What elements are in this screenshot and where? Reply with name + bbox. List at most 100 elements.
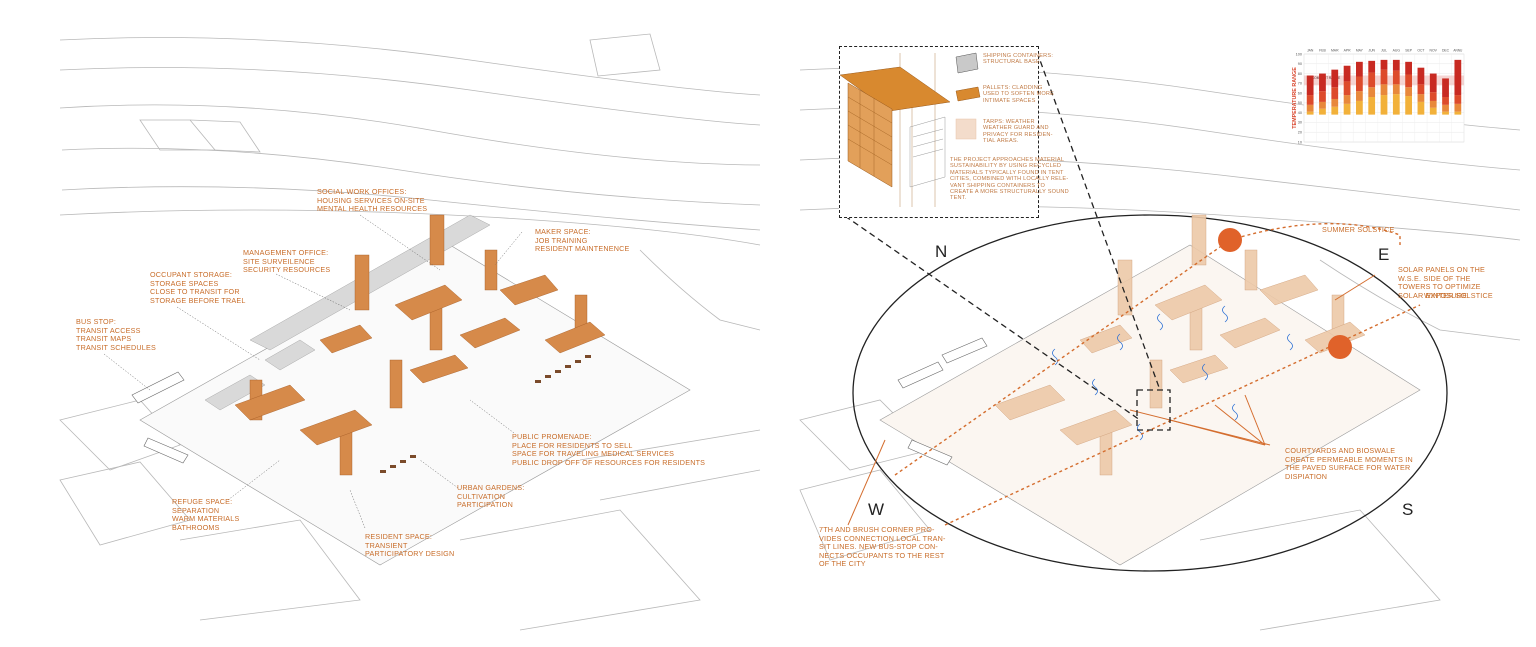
label-line: TOWERS TO OPTIMIZE	[1398, 282, 1481, 292]
bar-segment	[1454, 59, 1462, 96]
label-line: URBAN GARDENS:	[457, 483, 525, 492]
left-market-stalls	[380, 355, 591, 473]
x-tick-label: FEB	[1319, 49, 1326, 53]
legend-line: SHIPPING CONTAINERS:	[983, 53, 1054, 59]
left-leader-lines	[103, 214, 523, 529]
left-buildings	[234, 214, 606, 476]
bar-segment	[1331, 69, 1339, 88]
note-line: MATERIALS TYPICALLY FOUND IN TENT	[950, 169, 1064, 176]
y-tick-label: 30	[1298, 121, 1302, 125]
inset-note: THE PROJECT APPROACHES MATERIAL SUSTAINA…	[950, 157, 1069, 202]
bar-segment	[1380, 84, 1388, 96]
bar-segment	[1417, 67, 1425, 85]
bar-segment	[1306, 75, 1314, 96]
label-line: PUBLIC PROMENADE:	[512, 432, 592, 441]
site-ellipse	[852, 214, 1448, 572]
label-line: STORAGE BEFORE TRAEL	[150, 295, 246, 305]
label-line: MAKER SPACE:	[535, 227, 591, 236]
label-line: TRANSIT ACCESS	[76, 325, 141, 335]
label-line: RESIDENT SPACE:	[365, 532, 433, 541]
bar-segment	[1319, 73, 1326, 92]
label-line: W.S.E. SIDE OF THE	[1398, 273, 1471, 283]
bar-segment	[1343, 103, 1351, 115]
legend-line: PALLETS: CLADDING	[983, 85, 1043, 91]
inset-drawing	[840, 52, 981, 207]
compass-north: N	[935, 242, 948, 261]
bioswale-arrows	[1052, 305, 1293, 441]
bar-segment	[1319, 91, 1326, 102]
label-line: COURTYARDS AND BIOSWALE	[1285, 446, 1396, 455]
label-line: SOLAR EXPOSURE.	[1398, 290, 1470, 300]
label-public-promenade: PUBLIC PROMENADE: PLACE FOR RESIDENTS TO…	[512, 432, 705, 467]
right-buses	[897, 337, 988, 466]
label-line: CLOSE TO TRANSIT FOR	[150, 287, 240, 297]
bar-segment	[1368, 60, 1376, 73]
x-tick-label: DEC	[1442, 49, 1450, 53]
x-tick-label: NOV	[1430, 49, 1438, 53]
note-line: CITIES, COMBINED WITH LOCALLY RELE-	[950, 176, 1069, 183]
bar-segment	[1380, 59, 1388, 70]
inset-callout-lines	[844, 51, 1171, 431]
summer-sun-icon	[1218, 228, 1242, 252]
label-line: SITE SURVEILENCE	[243, 256, 315, 266]
note-line: TENT.	[950, 195, 967, 202]
legend-line: PRIVACY FOR RESIDEN-	[983, 131, 1053, 138]
bar-segment	[1417, 84, 1425, 95]
bar-segment	[1442, 111, 1449, 115]
bar-segment	[1343, 65, 1351, 82]
bar-segment	[1454, 103, 1462, 112]
y-tick-label: 90	[1298, 62, 1302, 66]
label-line: SECURITY RESOURCES	[243, 265, 331, 275]
label-line: OCCUPANT STORAGE:	[150, 270, 233, 279]
compass-west: W	[868, 500, 885, 519]
left-context-lines	[59, 33, 761, 631]
label-line: MANAGEMENT OFFICE:	[243, 248, 329, 257]
label-solar-panels: SOLAR PANELS ON THE W.S.E. SIDE OF THE T…	[1398, 265, 1485, 300]
label-management: MANAGEMENT OFFICE: SITE SURVEILENCE SECU…	[243, 248, 331, 275]
label-occupant-storage: OCCUPANT STORAGE: STORAGE SPACES CLOSE T…	[150, 270, 246, 305]
bar-segment	[1405, 61, 1412, 75]
right-leader-lines	[847, 274, 1376, 526]
label-refuge-space: REFUGE SPACE: SEPARATION WARM MATERIALS …	[172, 497, 240, 532]
bar-segment	[1380, 69, 1388, 85]
bar-segment	[1331, 98, 1339, 107]
bar-segment	[1319, 108, 1326, 115]
bar-segment	[1306, 104, 1314, 112]
label-line: CULTIVATION	[457, 491, 506, 501]
label-winter-solstice: WINTER SOLSTICE	[1424, 291, 1493, 300]
bar-segment	[1343, 81, 1351, 96]
bar-segment	[1392, 59, 1400, 71]
x-tick-label: AUG	[1393, 49, 1401, 53]
label-maker-space: MAKER SPACE: JOB TRAINING RESIDENT MAINT…	[535, 227, 630, 254]
bar-segment	[1343, 95, 1351, 104]
comfort-band-label: COMFORT RANGE	[1312, 76, 1340, 80]
y-tick-label: 80	[1298, 72, 1302, 76]
note-line: THE PROJECT APPROACHES MATERIAL	[950, 157, 1065, 163]
note-line: CREATE A MORE STRUCTURALLY SOUND	[950, 189, 1069, 196]
y-tick-label: 20	[1298, 131, 1302, 135]
bar-segment	[1368, 72, 1376, 88]
compass-east: E	[1378, 245, 1390, 264]
label-line: HOUSING SERVICES ON-SITE	[317, 195, 425, 205]
label-line: CREATE PERMEABLE MOMENTS IN	[1285, 454, 1413, 464]
bar-segment	[1429, 92, 1437, 101]
left-buses	[131, 371, 189, 464]
legend-containers: SHIPPING CONTAINERS: STRUCTURAL BASE	[983, 53, 1053, 66]
bar-segment	[1417, 101, 1425, 115]
bar-segment	[1442, 104, 1449, 112]
y-tick-label: 100	[1296, 52, 1302, 56]
bar-segment	[1429, 73, 1437, 93]
legend-tarps: TARPS: WEATHER WEATHER GUARD AND PRIVACY…	[983, 119, 1053, 145]
x-tick-label: OCT	[1417, 49, 1424, 53]
label-line: PLACE FOR RESIDENTS TO SELL	[512, 440, 633, 450]
bar-segment	[1356, 91, 1363, 101]
y-tick-label: 70	[1298, 82, 1302, 86]
note-line: VANT SHIPPING CONTAINERS TO	[950, 182, 1046, 189]
label-line: 7TH AND BRUSH CORNER PRO-	[819, 525, 935, 534]
x-tick-label: APR	[1344, 49, 1352, 53]
bar-segment	[1306, 95, 1314, 105]
bar-segment	[1429, 107, 1437, 115]
